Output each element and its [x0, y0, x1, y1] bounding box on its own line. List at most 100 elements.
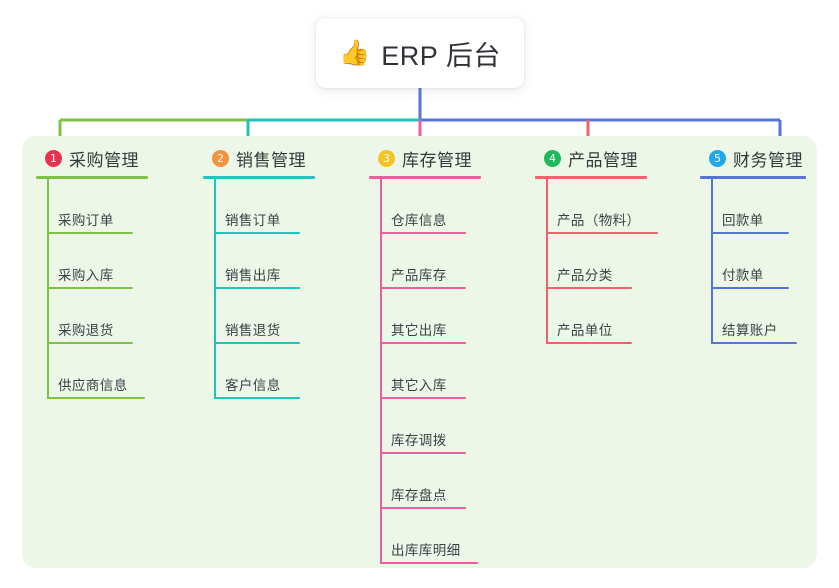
thumbs-up-icon: 👍 — [339, 38, 371, 67]
leaf-item[interactable]: 回款单 — [700, 179, 806, 234]
branch-title: 销售管理 — [236, 150, 306, 170]
leaf-label: 销售出库 — [225, 268, 281, 283]
leaf-rule — [47, 342, 133, 344]
leaf-label: 付款单 — [722, 268, 764, 283]
branch-header-2[interactable]: 2 销售管理 — [203, 146, 315, 170]
branch-column-3: 3 库存管理仓库信息产品库存其它出库其它入库库存调拨库存盘点出库库明细 — [369, 146, 481, 564]
leaf-label: 客户信息 — [225, 378, 281, 393]
leaf-item[interactable]: 结算账户 — [700, 289, 806, 344]
leaf-item[interactable]: 库存调拨 — [369, 399, 481, 454]
leaf-item[interactable]: 其它出库 — [369, 289, 481, 344]
branch-title: 库存管理 — [402, 150, 472, 170]
branch-header-rule — [700, 176, 806, 179]
leaf-rule — [214, 342, 300, 344]
leaf-label: 产品库存 — [391, 268, 447, 283]
leaf-label: 出库库明细 — [391, 543, 461, 558]
leaf-label: 销售订单 — [225, 213, 281, 228]
branch-header-3[interactable]: 3 库存管理 — [369, 146, 481, 170]
branch-header-rule — [535, 176, 647, 179]
leaf-rule — [711, 342, 797, 344]
branch-number-badge: 4 — [544, 149, 561, 167]
leaf-item[interactable]: 仓库信息 — [369, 179, 481, 234]
leaf-list: 采购订单采购入库采购退货供应商信息 — [36, 179, 148, 399]
leaf-label: 库存盘点 — [391, 488, 447, 503]
root-node-title: ERP 后台 — [381, 40, 501, 71]
branch-header-rule — [36, 176, 148, 179]
leaf-label: 销售退货 — [225, 323, 281, 338]
branch-header-4[interactable]: 4 产品管理 — [535, 146, 647, 170]
leaf-rule — [214, 397, 300, 399]
leaf-rule — [47, 232, 133, 234]
leaf-label: 供应商信息 — [58, 378, 128, 393]
leaf-label: 产品（物料） — [557, 213, 641, 228]
leaf-rule — [380, 397, 466, 399]
branch-column-4: 4 产品管理产品（物料） 产品分类产品单位 — [535, 146, 658, 344]
branch-panel — [22, 136, 817, 568]
branch-spine — [47, 179, 49, 399]
branch-number-badge: 3 — [378, 149, 395, 167]
branch-spine — [546, 179, 548, 344]
leaf-label: 采购入库 — [58, 268, 114, 283]
branch-spine — [711, 179, 713, 344]
leaf-item[interactable]: 产品（物料） — [535, 179, 658, 234]
leaf-item[interactable]: 采购入库 — [36, 234, 148, 289]
leaf-item[interactable]: 库存盘点 — [369, 454, 481, 509]
leaf-list: 仓库信息产品库存其它出库其它入库库存调拨库存盘点出库库明细 — [369, 179, 481, 564]
leaf-item[interactable]: 销售订单 — [203, 179, 315, 234]
leaf-item[interactable]: 产品单位 — [535, 289, 647, 344]
leaf-rule — [47, 287, 133, 289]
branch-number-badge: 2 — [212, 149, 229, 167]
leaf-item[interactable]: 付款单 — [700, 234, 806, 289]
leaf-label: 库存调拨 — [391, 433, 447, 448]
branch-title: 采购管理 — [69, 150, 139, 170]
leaf-label: 产品分类 — [557, 268, 613, 283]
leaf-rule — [380, 452, 466, 454]
branch-spine — [214, 179, 216, 399]
leaf-rule — [380, 287, 466, 289]
leaf-rule — [214, 232, 300, 234]
leaf-rule — [380, 342, 466, 344]
branch-title: 财务管理 — [733, 150, 803, 170]
branch-number-badge: 5 — [709, 149, 726, 167]
leaf-rule — [711, 287, 789, 289]
leaf-label: 其它出库 — [391, 323, 447, 338]
branch-header-rule — [369, 176, 481, 179]
leaf-rule — [546, 232, 658, 234]
leaf-item[interactable]: 产品库存 — [369, 234, 481, 289]
branch-number-badge: 1 — [45, 149, 62, 167]
branch-header-5[interactable]: 5 财务管理 — [700, 146, 806, 170]
leaf-list: 回款单付款单结算账户 — [700, 179, 806, 344]
leaf-list: 销售订单销售出库销售退货客户信息 — [203, 179, 315, 399]
leaf-label: 采购订单 — [58, 213, 114, 228]
leaf-item[interactable]: 出库库明细 — [369, 509, 481, 564]
leaf-rule — [214, 287, 300, 289]
leaf-rule — [47, 397, 145, 399]
branch-spine — [380, 179, 382, 564]
leaf-item[interactable]: 销售出库 — [203, 234, 315, 289]
leaf-item[interactable]: 产品分类 — [535, 234, 647, 289]
leaf-label: 结算账户 — [722, 323, 778, 338]
branch-header-rule — [203, 176, 315, 179]
branch-column-2: 2 销售管理销售订单销售出库销售退货客户信息 — [203, 146, 315, 399]
leaf-rule — [380, 232, 466, 234]
leaf-rule — [380, 562, 478, 564]
leaf-label: 仓库信息 — [391, 213, 447, 228]
leaf-item[interactable]: 采购退货 — [36, 289, 148, 344]
leaf-item[interactable]: 客户信息 — [203, 344, 315, 399]
branch-title: 产品管理 — [568, 150, 638, 170]
leaf-rule — [546, 342, 632, 344]
leaf-item[interactable]: 供应商信息 — [36, 344, 148, 399]
branch-header-1[interactable]: 1 采购管理 — [36, 146, 148, 170]
leaf-rule — [546, 287, 632, 289]
branch-column-1: 1 采购管理采购订单采购入库采购退货供应商信息 — [36, 146, 148, 399]
branch-column-5: 5 财务管理回款单付款单结算账户 — [700, 146, 806, 344]
leaf-label: 回款单 — [722, 213, 764, 228]
leaf-item[interactable]: 其它入库 — [369, 344, 481, 399]
leaf-label: 采购退货 — [58, 323, 114, 338]
leaf-item[interactable]: 采购订单 — [36, 179, 148, 234]
leaf-rule — [711, 232, 789, 234]
leaf-list: 产品（物料） 产品分类产品单位 — [535, 179, 658, 344]
root-node-card[interactable]: 👍 ERP 后台 — [316, 18, 524, 88]
leaf-item[interactable]: 销售退货 — [203, 289, 315, 344]
